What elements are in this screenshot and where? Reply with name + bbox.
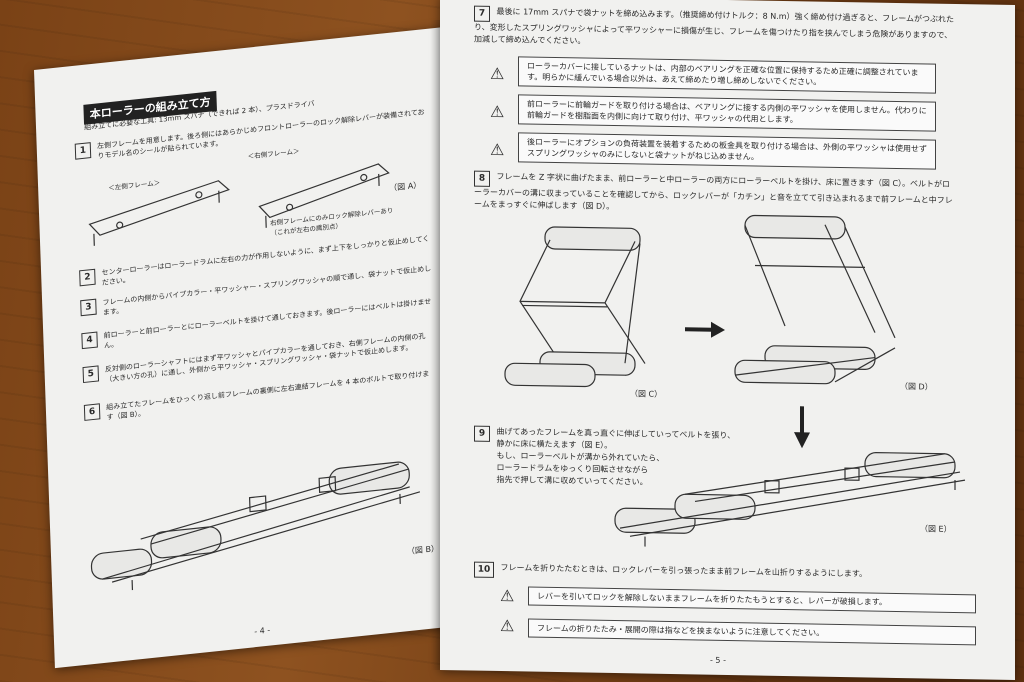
instruction-booklet: 本ローラーの組み立て方 組み立てに必要な工具: 13mm スパナ（できれば 2 … <box>20 0 1024 682</box>
warning-triangle-icon: ⚠ <box>500 586 515 606</box>
step-text: フレームを折りたたむときは、ロックレバーを引っ張ったまま前フレームを山折りするよ… <box>500 563 868 579</box>
warning-box-1: ローラーカバーに接しているナットは、内部のベアリングを正確な位置に保持するため正… <box>518 56 936 94</box>
figure-b-drawing <box>90 461 421 591</box>
step-number: 1 <box>74 142 92 160</box>
warning-triangle-icon: ⚠ <box>490 63 505 84</box>
step-number: 10 <box>474 561 494 578</box>
arrow-icon <box>685 321 725 338</box>
fig-e-label: （図 E） <box>920 524 952 534</box>
step-number: 9 <box>474 425 490 442</box>
figure-d-drawing <box>734 214 896 385</box>
warning-triangle-icon: ⚠ <box>490 139 505 160</box>
left-page: 本ローラーの組み立て方 組み立てに必要な工具: 13mm スパナ（できれば 2 … <box>34 26 473 669</box>
warning-triangle-icon: ⚠ <box>500 616 515 636</box>
fig-d-label: （図 D） <box>900 382 933 392</box>
step-text: フレームを Z 字状に曲げたまま、前ローラーと中ローラーの両方にローラーベルトを… <box>474 171 953 212</box>
right-page: 7 最後に 17mm スパナで袋ナットを締め込みます。（推奨締め付けトルク：8 … <box>440 0 1015 681</box>
warning-box-3: 後ローラーにオプションの負荷装置を装着するための板金具を取り付ける場合は、外側の… <box>518 132 936 170</box>
figure-e-drawing <box>614 451 966 547</box>
page-number-right: - 5 - <box>710 655 726 665</box>
step-number: 2 <box>79 268 96 287</box>
figure-a-drawing <box>88 163 390 246</box>
right-step-10: 10 フレームを折りたたむときは、ロックレバーを引っ張ったまま前フレームを山折り… <box>474 561 974 587</box>
step-number: 6 <box>83 403 101 421</box>
fig-c-label: （図 C） <box>630 389 663 399</box>
figure-c-drawing <box>504 226 646 388</box>
warning-triangle-icon: ⚠ <box>490 101 505 122</box>
warning-box-4: レバーを引いてロックを解除しないままフレームを折りたたもうとすると、レバーが破損… <box>528 586 976 614</box>
warning-box-5: フレームの折りたたみ・展開の際は指などを挟まないように注意してください。 <box>528 618 976 646</box>
step-text: 最後に 17mm スパナで袋ナットを締め込みます。（推奨締め付けトルク：8 N.… <box>474 6 954 46</box>
step-number: 4 <box>81 331 98 350</box>
step-number: 8 <box>474 170 490 187</box>
fig-a-label: （図 A） <box>389 180 422 193</box>
step-number: 5 <box>82 365 100 384</box>
page-number-left: - 4 - <box>254 625 271 637</box>
arrow-icon <box>794 406 810 449</box>
step-9-line: 静かに床に横たえます（図 E）。 <box>496 438 613 450</box>
right-step-7: 7 最後に 17mm スパナで袋ナットを締め込みます。（推奨締め付けトルク：8 … <box>474 5 954 54</box>
warning-box-2: 前ローラーに前輪ガードを取り付ける場合は、ベアリングに接する内側の平ワッシャを使… <box>518 94 936 132</box>
step-number: 7 <box>474 5 490 22</box>
step-number: 3 <box>80 298 97 317</box>
